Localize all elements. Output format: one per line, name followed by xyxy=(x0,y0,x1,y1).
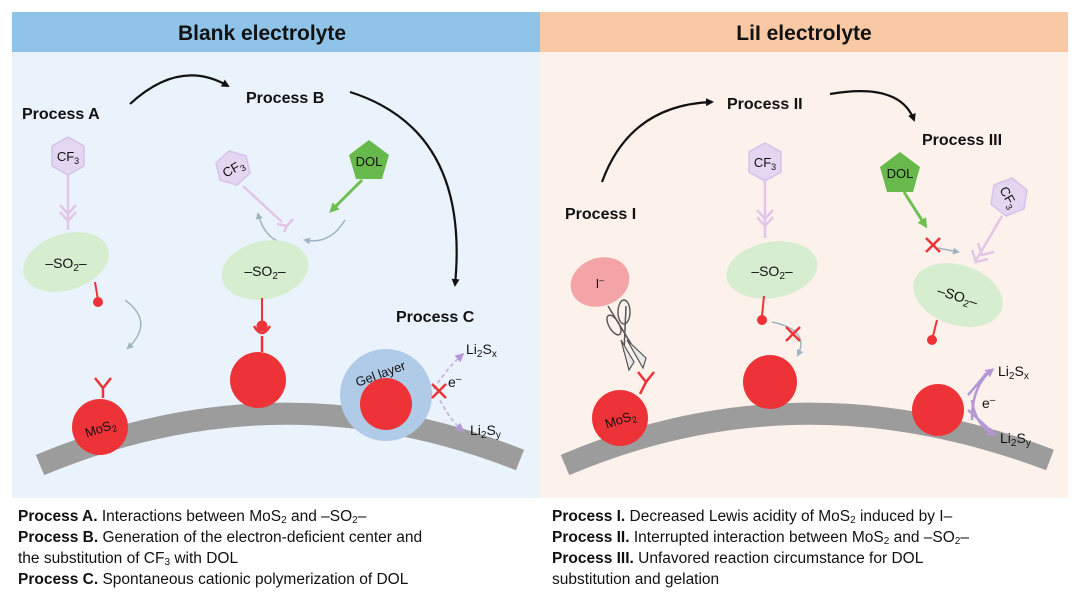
process-c-label: Process C xyxy=(396,309,475,326)
left-panel-title: Blank electrolyte xyxy=(178,22,346,45)
mos2-acceptor-hook-i xyxy=(637,371,655,395)
process-b-label: Process B xyxy=(246,90,324,107)
cf3-hook-b xyxy=(276,218,294,233)
svg-text:–SO2–: –SO2– xyxy=(751,263,793,282)
lone-pair-dot-b xyxy=(256,320,268,332)
lone-pair-dot-a xyxy=(93,297,103,307)
cf3-hook-ii xyxy=(756,209,774,228)
so2-ellipse-iii: –SO2– xyxy=(913,263,1003,327)
caption-process-iii-cont: substitution and gelation xyxy=(552,571,720,588)
blocked-cross-ii xyxy=(785,326,801,342)
so2-ellipse-b: –SO2– xyxy=(221,240,309,300)
li2sx-label-iii: Li2Sx xyxy=(998,363,1029,382)
process-a-label: Process A xyxy=(22,106,100,123)
caption-process-iii: Process III. Unfavored reaction circumst… xyxy=(552,550,924,567)
mos2-particle-c xyxy=(360,378,412,430)
li2sy-label-iii: Li2Sy xyxy=(1000,430,1031,449)
caption-left: Process A. Interactions between MoS2 and… xyxy=(18,506,538,590)
cf3-hexagon-b: CF3 xyxy=(215,150,251,186)
blocked-cross-c xyxy=(431,383,447,399)
caption-process-c: Process C. Spontaneous cationic polymeri… xyxy=(18,571,409,588)
cf3-hexagon-a: CF3 xyxy=(51,136,85,176)
mos2-particle-iii xyxy=(912,384,964,436)
dol-linker-b xyxy=(329,178,364,213)
right-panel-title: LiI electrolyte xyxy=(736,22,871,45)
dol-pentagon-iii: DOL xyxy=(880,152,920,192)
so2-ellipse-ii: –SO2– xyxy=(726,241,818,299)
so2-linker-ii xyxy=(761,295,765,317)
cf3-linker-b xyxy=(242,185,283,223)
svg-text:CF3: CF3 xyxy=(57,149,79,166)
process-ii-label: Process II xyxy=(727,96,803,113)
blocked-substitution-arrow-iii xyxy=(937,247,960,255)
cf3-hook-a xyxy=(59,204,77,223)
blocked-interaction-arrow-ii xyxy=(771,321,804,357)
so2-linker-iii xyxy=(932,319,938,337)
so2-ellipse-a: –SO2– xyxy=(23,232,109,292)
dol-linker-iii xyxy=(902,191,928,229)
mos2-acceptor-hook-a xyxy=(94,377,112,398)
lone-pair-dot-iii xyxy=(927,335,937,345)
arrow-b-to-c xyxy=(349,90,460,287)
process-iii-label: Process III xyxy=(922,132,1002,149)
cf3-linker-iii xyxy=(973,215,1004,263)
scissors-icon xyxy=(606,299,647,372)
cf3-hexagon-iii: CF3 xyxy=(990,177,1028,217)
iodide-ellipse: I– xyxy=(570,257,630,307)
svg-text:–SO2–: –SO2– xyxy=(244,263,286,282)
arrow-ii-to-iii xyxy=(829,90,916,122)
dol-attack-arrow-b xyxy=(303,219,346,245)
arrow-i-to-ii xyxy=(600,98,714,183)
electron-label-iii: e– xyxy=(982,395,996,411)
caption-process-b-cont: the substitution of CF3 with DOL xyxy=(18,550,239,568)
dol-pentagon-b: DOL xyxy=(349,140,389,179)
electron-label-c: e– xyxy=(448,374,462,390)
redox-arrow-down-iii xyxy=(970,399,997,436)
interaction-arrow-a xyxy=(124,299,142,350)
svg-text:–SO2–: –SO2– xyxy=(45,255,87,274)
lone-pair-dot-ii xyxy=(757,315,767,325)
caption-process-b: Process B. Generation of the electron-de… xyxy=(18,529,423,546)
mos2-particle-a: MoS2 xyxy=(72,399,128,455)
process-i-label: Process I xyxy=(565,206,636,223)
svg-text:DOL: DOL xyxy=(887,166,914,181)
blocked-arrow-down-c xyxy=(439,399,465,432)
left-panel-header xyxy=(12,12,540,52)
mos2-particle-ii xyxy=(743,355,797,409)
svg-text:DOL: DOL xyxy=(356,154,383,169)
mos2-particle-b xyxy=(230,352,286,408)
svg-text:I–: I– xyxy=(596,275,605,291)
right-panel-header xyxy=(540,12,1068,52)
li2sx-label-c: Li2Sx xyxy=(466,341,497,360)
caption-right: Process I. Decreased Lewis acidity of Mo… xyxy=(552,506,1072,590)
cf3-hook-iii xyxy=(970,242,995,264)
svg-text:CF3: CF3 xyxy=(754,155,776,172)
blocked-cross-iii xyxy=(925,237,941,253)
redox-arrow-up-iii xyxy=(970,368,995,421)
caption-process-i: Process I. Decreased Lewis acidity of Mo… xyxy=(552,508,953,526)
li2sy-label-c: Li2Sy xyxy=(470,422,501,441)
cf3-hexagon-ii: CF3 xyxy=(748,142,782,182)
mos2-particle-i: MoS2 xyxy=(592,390,648,446)
mos2-acceptor-hook-b xyxy=(252,325,272,352)
arrow-a-to-b xyxy=(129,74,230,105)
caption-process-a: Process A. Interactions between MoS2 and… xyxy=(18,508,367,526)
caption-process-ii: Process II. Interrupted interaction betw… xyxy=(552,529,969,547)
so2-linker-a xyxy=(94,281,99,301)
